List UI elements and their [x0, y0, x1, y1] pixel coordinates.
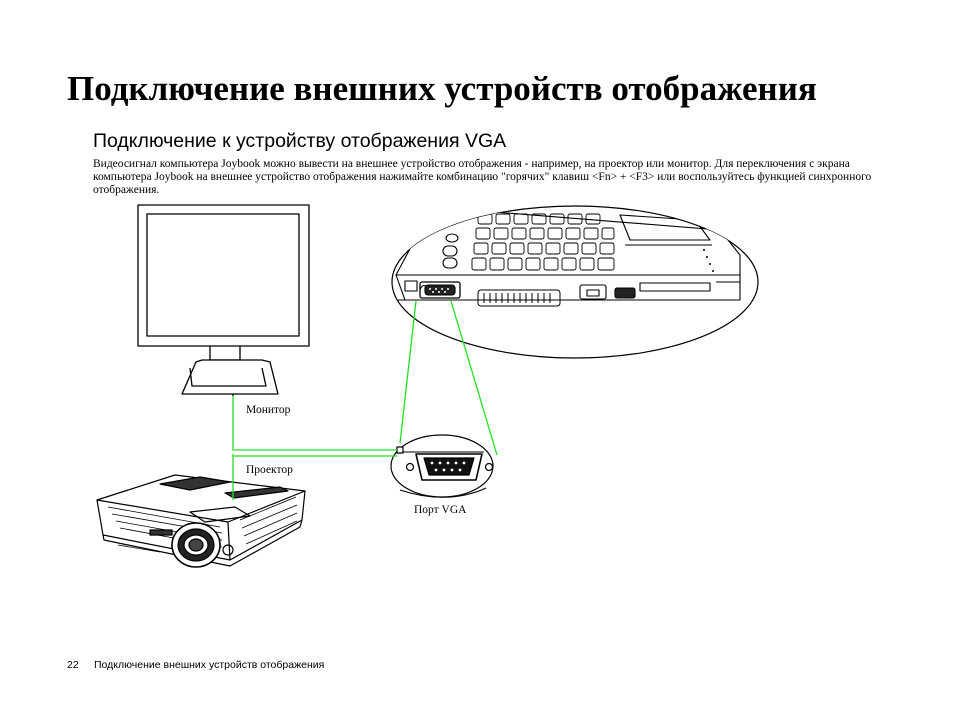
running-title: Подключение внешних устройств отображени…: [94, 659, 325, 671]
page-title: Подключение внешних устройств отображени…: [67, 69, 817, 108]
projector-illustration: [96, 474, 306, 568]
vga-cables: [232, 300, 498, 500]
vga-port-label: Порт VGA: [414, 504, 467, 516]
laptop-closeup: [391, 205, 759, 359]
projector-label: Проектор: [246, 464, 293, 476]
vga-port-closeup: [390, 434, 494, 498]
page-number: 22: [67, 659, 79, 671]
section-title: Подключение к устройству отображения VGA: [93, 130, 507, 152]
monitor-illustration: [137, 204, 310, 396]
monitor-label: Монитор: [246, 404, 291, 416]
body-paragraph: Видеосигнал компьютера Joybook можно выв…: [93, 158, 872, 196]
